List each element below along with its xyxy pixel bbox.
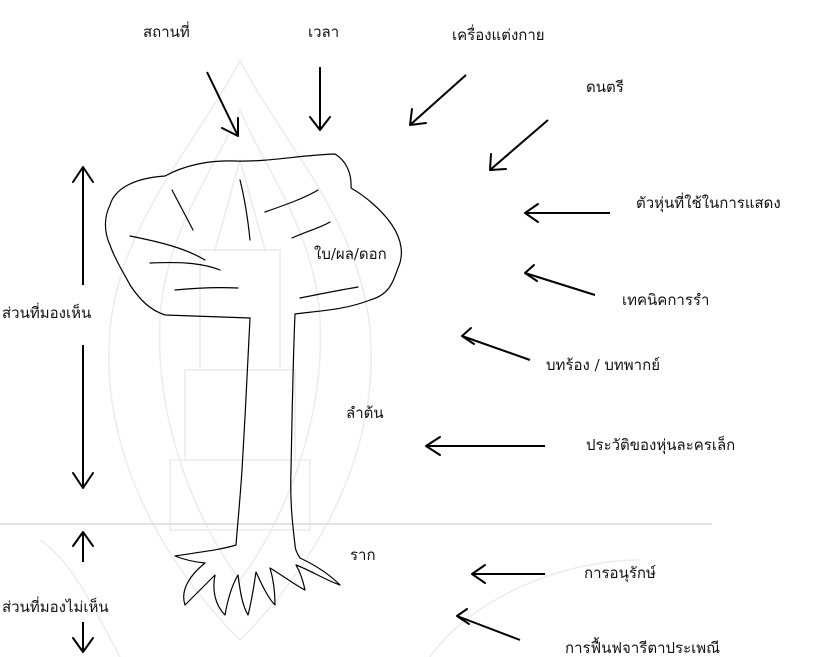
label-place: สถานที่ xyxy=(143,21,190,41)
label-trunk: ลำต้น xyxy=(346,404,384,422)
arrow-lyrics xyxy=(462,328,530,360)
tree-branch xyxy=(265,190,318,212)
tree-branch xyxy=(300,287,358,298)
arrow-revival xyxy=(457,609,520,640)
tree-branch xyxy=(130,236,205,260)
label-history: ประวัติของหุ่นละครเล็ก xyxy=(586,435,735,455)
label-leaves: ใบ/ผล/ดอก xyxy=(314,245,387,263)
label-time: เวลา xyxy=(308,23,339,41)
label-music: ดนตรี xyxy=(586,78,624,96)
label-revival: การฟื้นฟจารีตาประเพณี xyxy=(565,637,720,657)
arrow-costume xyxy=(410,75,466,125)
arrow-invisible-up xyxy=(73,532,93,562)
tree-crown-left xyxy=(105,176,250,318)
arrow-history xyxy=(426,437,545,455)
arrow-puppet xyxy=(525,204,610,222)
arrow-visible-down xyxy=(73,345,93,488)
arrow-place xyxy=(207,72,238,136)
arrow-invisible-down xyxy=(73,622,93,652)
label-puppet: ตัวหุ่นที่ใช้ในการแสดง xyxy=(636,192,781,213)
tree-branch xyxy=(150,263,220,270)
label-roots: ราก xyxy=(350,546,376,564)
arrow-dance-technique xyxy=(525,265,595,295)
arrow-music xyxy=(490,120,548,170)
arrow-visible-up xyxy=(73,167,93,285)
label-visible-part: ส่วนที่มองเห็น xyxy=(2,302,91,322)
label-conservation: การอนุรักษ์ xyxy=(584,564,656,583)
tree-branch xyxy=(175,288,238,290)
label-invisible-part: ส่วนที่มองไม่เห็น xyxy=(2,596,109,616)
arrow-time xyxy=(310,67,330,130)
tree-branch xyxy=(292,222,330,238)
label-lyrics: บทร้อง / บทพากย์ xyxy=(546,356,660,374)
label-costume: เครื่องแต่งกาย xyxy=(452,24,545,44)
tree-trunk-left xyxy=(236,318,250,545)
label-dance-technique: เทคนิคการรำ xyxy=(622,291,709,309)
